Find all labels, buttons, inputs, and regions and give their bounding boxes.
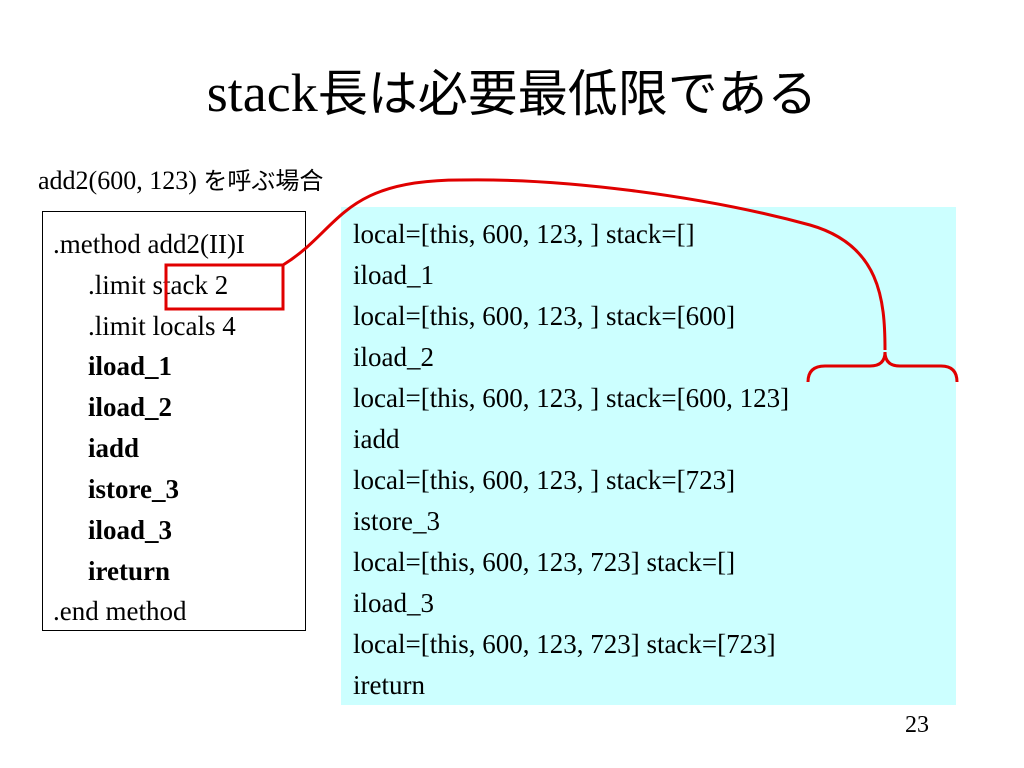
code-line: istore_3 [88, 474, 179, 504]
code-line: iload_3 [88, 515, 173, 545]
trace-line: iload_3 [353, 588, 434, 618]
code-line: iload_1 [88, 351, 173, 381]
code-line: .limit locals 4 [88, 311, 236, 341]
trace-line: local=[this, 600, 123, 723] stack=[723] [353, 629, 776, 659]
bytecode-listing: .method add2(II)I .limit stack 2 .limit … [42, 211, 306, 631]
call-expression: add2(600, 123) [38, 166, 204, 195]
trace-line: iadd [353, 424, 400, 454]
code-line: .method add2(II)I [53, 229, 245, 259]
trace-line: local=[this, 600, 123, ] stack=[] [353, 219, 695, 249]
trace-line: local=[this, 600, 123, ] stack=[600] [353, 301, 736, 331]
trace-line: local=[this, 600, 123, ] stack=[600, 123… [353, 383, 790, 413]
title-keyword: stack [206, 63, 318, 123]
code-line: iload_2 [88, 392, 173, 422]
slide-title: stack長は必要最低限である [0, 58, 1024, 129]
trace-line: local=[this, 600, 123, ] stack=[723] [353, 465, 736, 495]
code-line: ireturn [88, 556, 170, 586]
trace-line: iload_1 [353, 260, 434, 290]
title-text: 長は必要最低限である [317, 65, 818, 123]
code-line: .end method [53, 596, 187, 626]
call-description: add2(600, 123) を呼ぶ場合 [38, 164, 323, 198]
trace-line: iload_2 [353, 342, 434, 372]
trace-line: ireturn [353, 670, 425, 700]
page-number: 23 [905, 712, 929, 738]
execution-trace: local=[this, 600, 123, ] stack=[] iload_… [341, 207, 956, 705]
trace-line: istore_3 [353, 506, 440, 536]
code-line: iadd [88, 433, 140, 463]
code-line-limit-stack: .limit stack 2 [88, 270, 229, 300]
trace-line: local=[this, 600, 123, 723] stack=[] [353, 547, 736, 577]
call-caption: を呼ぶ場合 [203, 167, 324, 195]
